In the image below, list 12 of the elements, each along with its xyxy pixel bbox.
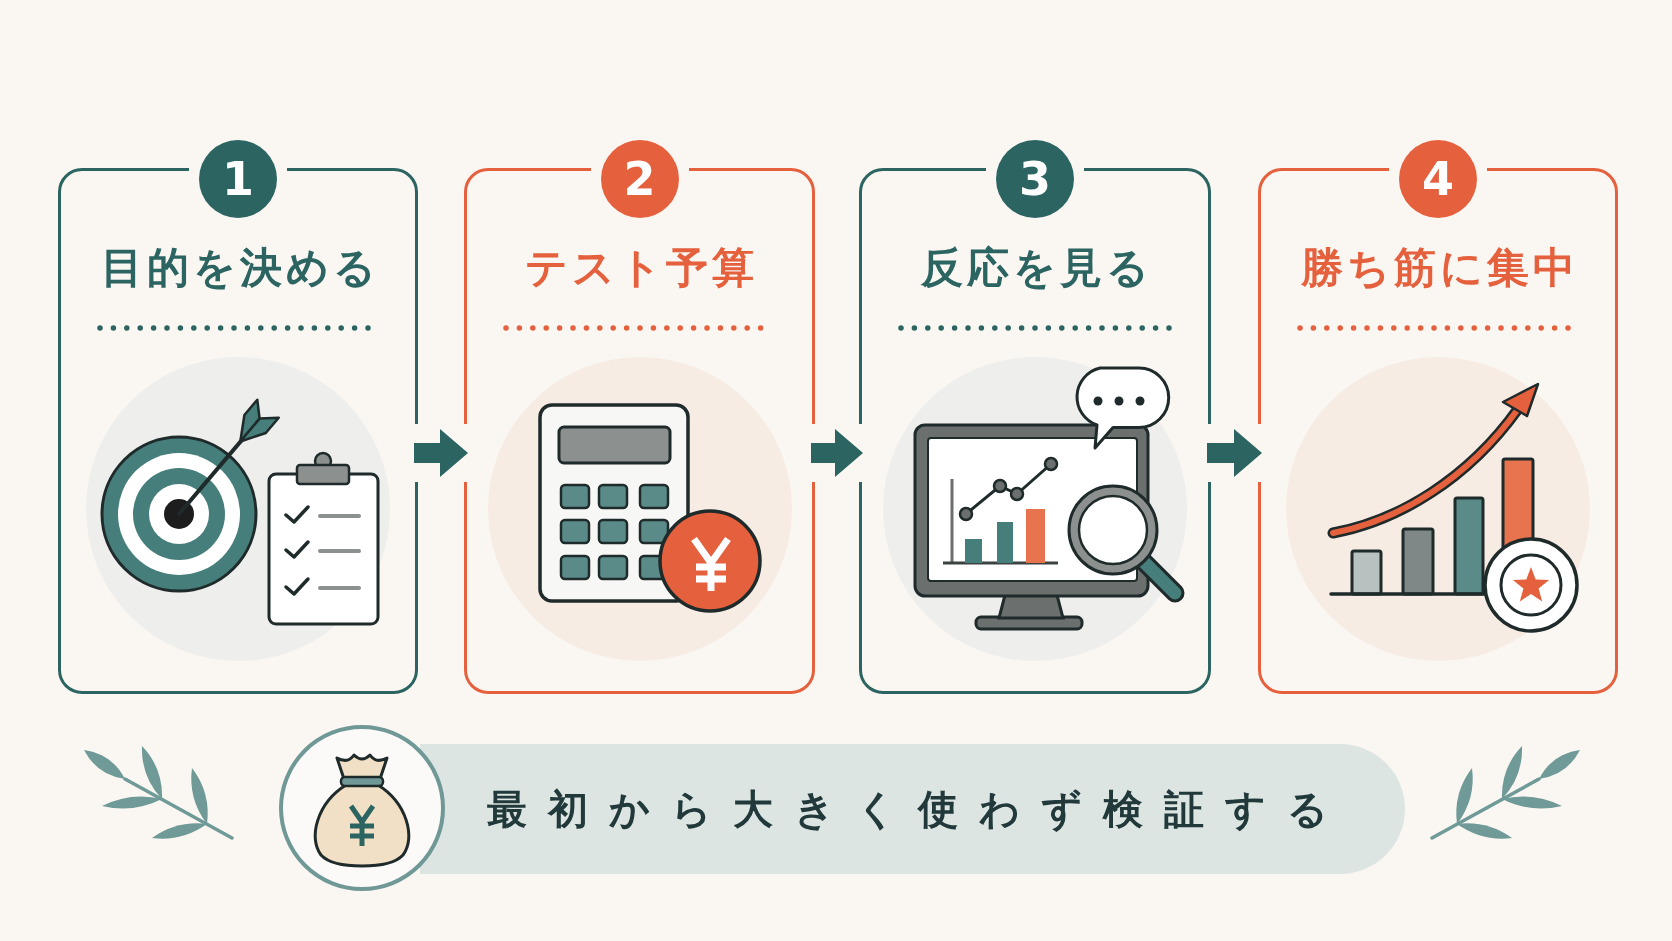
step-number-badge: 1 <box>199 140 277 218</box>
step-title: 反応を見る <box>920 242 1153 294</box>
flow-arrow <box>1207 429 1262 477</box>
flow-arrow <box>414 429 468 477</box>
step-number-badge: 2 <box>600 140 679 218</box>
step-title: テスト予算 <box>524 242 758 294</box>
message-text: 最初から大きく使わず検証する <box>487 785 1349 834</box>
step-number-badge: 3 <box>996 140 1074 218</box>
flow-arrow <box>811 429 863 477</box>
step-number-badge: 4 <box>1399 140 1477 218</box>
step-title: 目的を決める <box>99 242 380 294</box>
step-title: 勝ち筋に集中 <box>1300 242 1579 294</box>
